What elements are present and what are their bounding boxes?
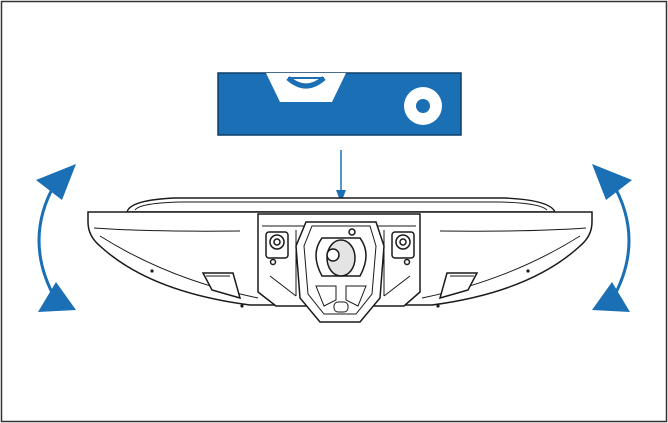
tilt-right-arrow-icon	[592, 164, 632, 312]
center-bracket-arm	[295, 221, 385, 323]
tilt-left-arrow-icon	[36, 164, 76, 312]
arrow-down-icon	[336, 150, 346, 203]
spirit-level-icon	[217, 72, 462, 136]
